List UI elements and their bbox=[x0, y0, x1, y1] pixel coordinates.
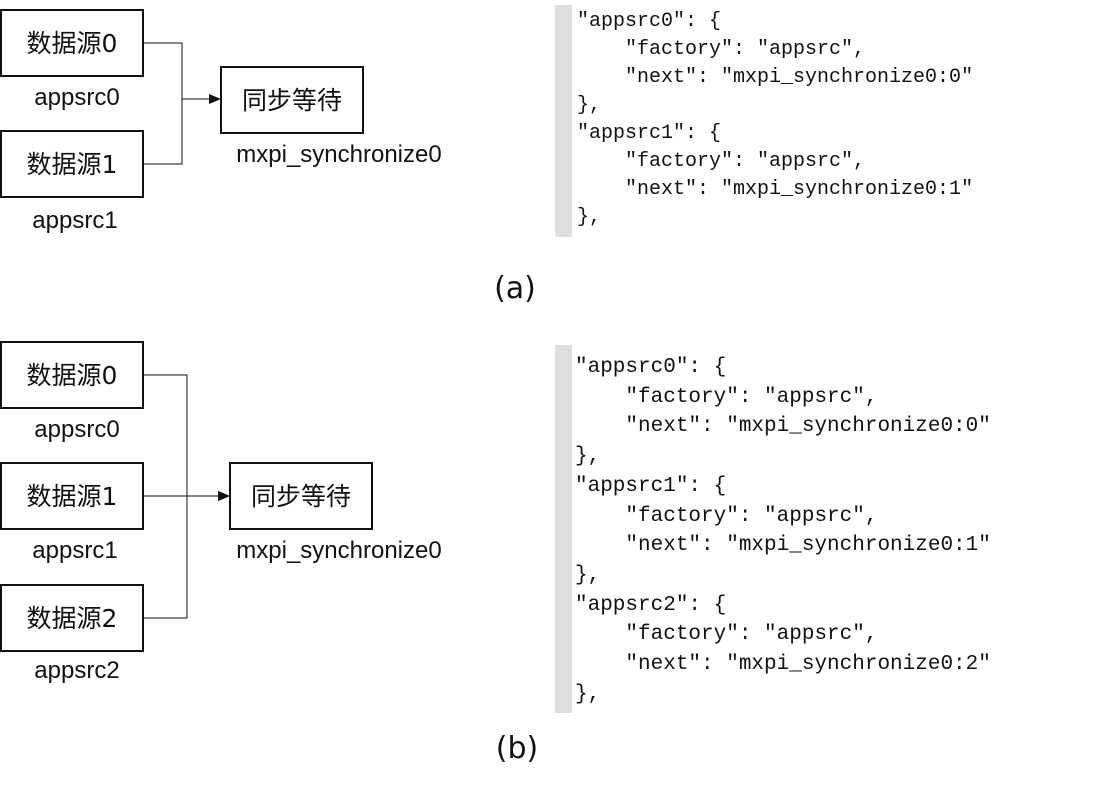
panel-a: 数据源0 appsrc0 数据源1 appsrc1 同步等待 mxpi_sync… bbox=[0, 9, 536, 306]
source-node-a-0-name: 数据源0 bbox=[27, 29, 118, 58]
source-label-a-1: appsrc1 bbox=[32, 207, 117, 234]
source-node-b-1: 数据源1 bbox=[0, 462, 144, 530]
source-node-a-1: 数据源1 bbox=[0, 130, 144, 198]
source-label-b-0: appsrc0 bbox=[34, 416, 119, 443]
source-node-b-1-name: 数据源1 bbox=[27, 482, 118, 511]
source-node-b-0: 数据源0 bbox=[0, 341, 144, 409]
code-block-b: "appsrc0": { "factory": "appsrc", "next"… bbox=[555, 345, 1105, 713]
source-node-b-0-name: 数据源0 bbox=[27, 361, 118, 390]
sync-node-b: 同步等待 bbox=[229, 462, 373, 530]
connector-b bbox=[143, 374, 230, 619]
source-node-b-2-name: 数据源2 bbox=[27, 604, 118, 633]
sync-node-a-name: 同步等待 bbox=[242, 86, 342, 115]
source-node-a-1-name: 数据源1 bbox=[27, 150, 118, 179]
source-node-b-2: 数据源2 bbox=[0, 584, 144, 652]
connector-a bbox=[143, 42, 221, 165]
sync-label-a: mxpi_synchronize0 bbox=[236, 141, 441, 168]
code-text-b: "appsrc0": { "factory": "appsrc", "next"… bbox=[575, 356, 991, 706]
source-label-b-1: appsrc1 bbox=[32, 537, 117, 564]
sync-label-b: mxpi_synchronize0 bbox=[236, 537, 441, 564]
caption-a: (a) bbox=[494, 271, 536, 306]
panel-b: 数据源0 appsrc0 数据源1 appsrc1 数据源2 appsrc2 同… bbox=[0, 341, 538, 766]
source-node-a-0: 数据源0 bbox=[0, 9, 144, 77]
caption-b: (b) bbox=[496, 731, 538, 766]
code-text-a: "appsrc0": { "factory": "appsrc", "next"… bbox=[577, 10, 974, 229]
source-label-b-2: appsrc2 bbox=[34, 657, 119, 684]
sync-node-b-name: 同步等待 bbox=[251, 482, 351, 511]
source-label-a-0: appsrc0 bbox=[34, 84, 119, 111]
sync-node-a: 同步等待 bbox=[220, 66, 364, 134]
code-block-a: "appsrc0": { "factory": "appsrc", "next"… bbox=[555, 5, 1092, 237]
